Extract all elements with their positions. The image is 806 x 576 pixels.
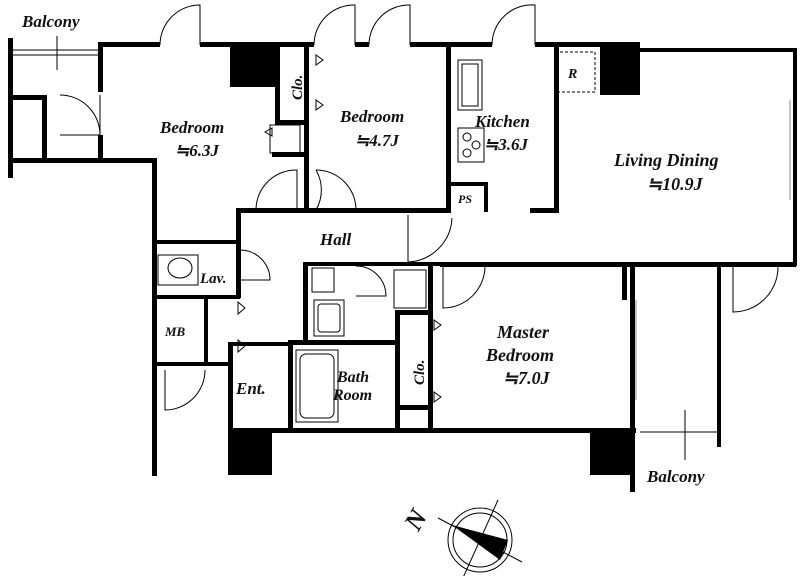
bedroom2-size: ≒4.7J: [355, 131, 400, 150]
bedroom1-name: Bedroom: [159, 118, 224, 137]
refrigerator-label: R: [567, 67, 577, 82]
balcony-top-area: [8, 36, 156, 178]
hall-label: Hall: [319, 230, 351, 249]
living-name: Living Dining: [613, 150, 719, 170]
compass-north-label: N: [398, 503, 434, 536]
kitchen-size: ≒3.6J: [484, 135, 529, 154]
balcony-bottom-label: Balcony: [646, 467, 705, 486]
lavatory-label: Lav.: [199, 271, 227, 287]
master-line1: Master: [496, 322, 550, 342]
master-line2: Bedroom: [485, 345, 554, 365]
ps-label: PS: [458, 192, 472, 206]
bedroom1-size: ≒6.3J: [175, 141, 220, 160]
fixtures: [157, 51, 791, 460]
balcony-top-label: Balcony: [21, 12, 80, 31]
closet1-label: Clo.: [290, 75, 306, 100]
mb-label: MB: [164, 324, 186, 339]
living-size: ≒10.9J: [647, 174, 704, 194]
kitchen-name: Kitchen: [474, 112, 530, 131]
compass-icon: [437, 499, 523, 576]
closet2-label: Clo.: [412, 360, 428, 385]
bath-label-line1: Bath: [336, 369, 369, 386]
walls: [98, 42, 797, 492]
bath-label-line2: Room: [332, 387, 372, 404]
entrance-label: Ent.: [235, 379, 266, 398]
doors: [59, 4, 779, 411]
bedroom2-name: Bedroom: [339, 107, 404, 126]
master-size: ≒7.0J: [503, 368, 551, 388]
